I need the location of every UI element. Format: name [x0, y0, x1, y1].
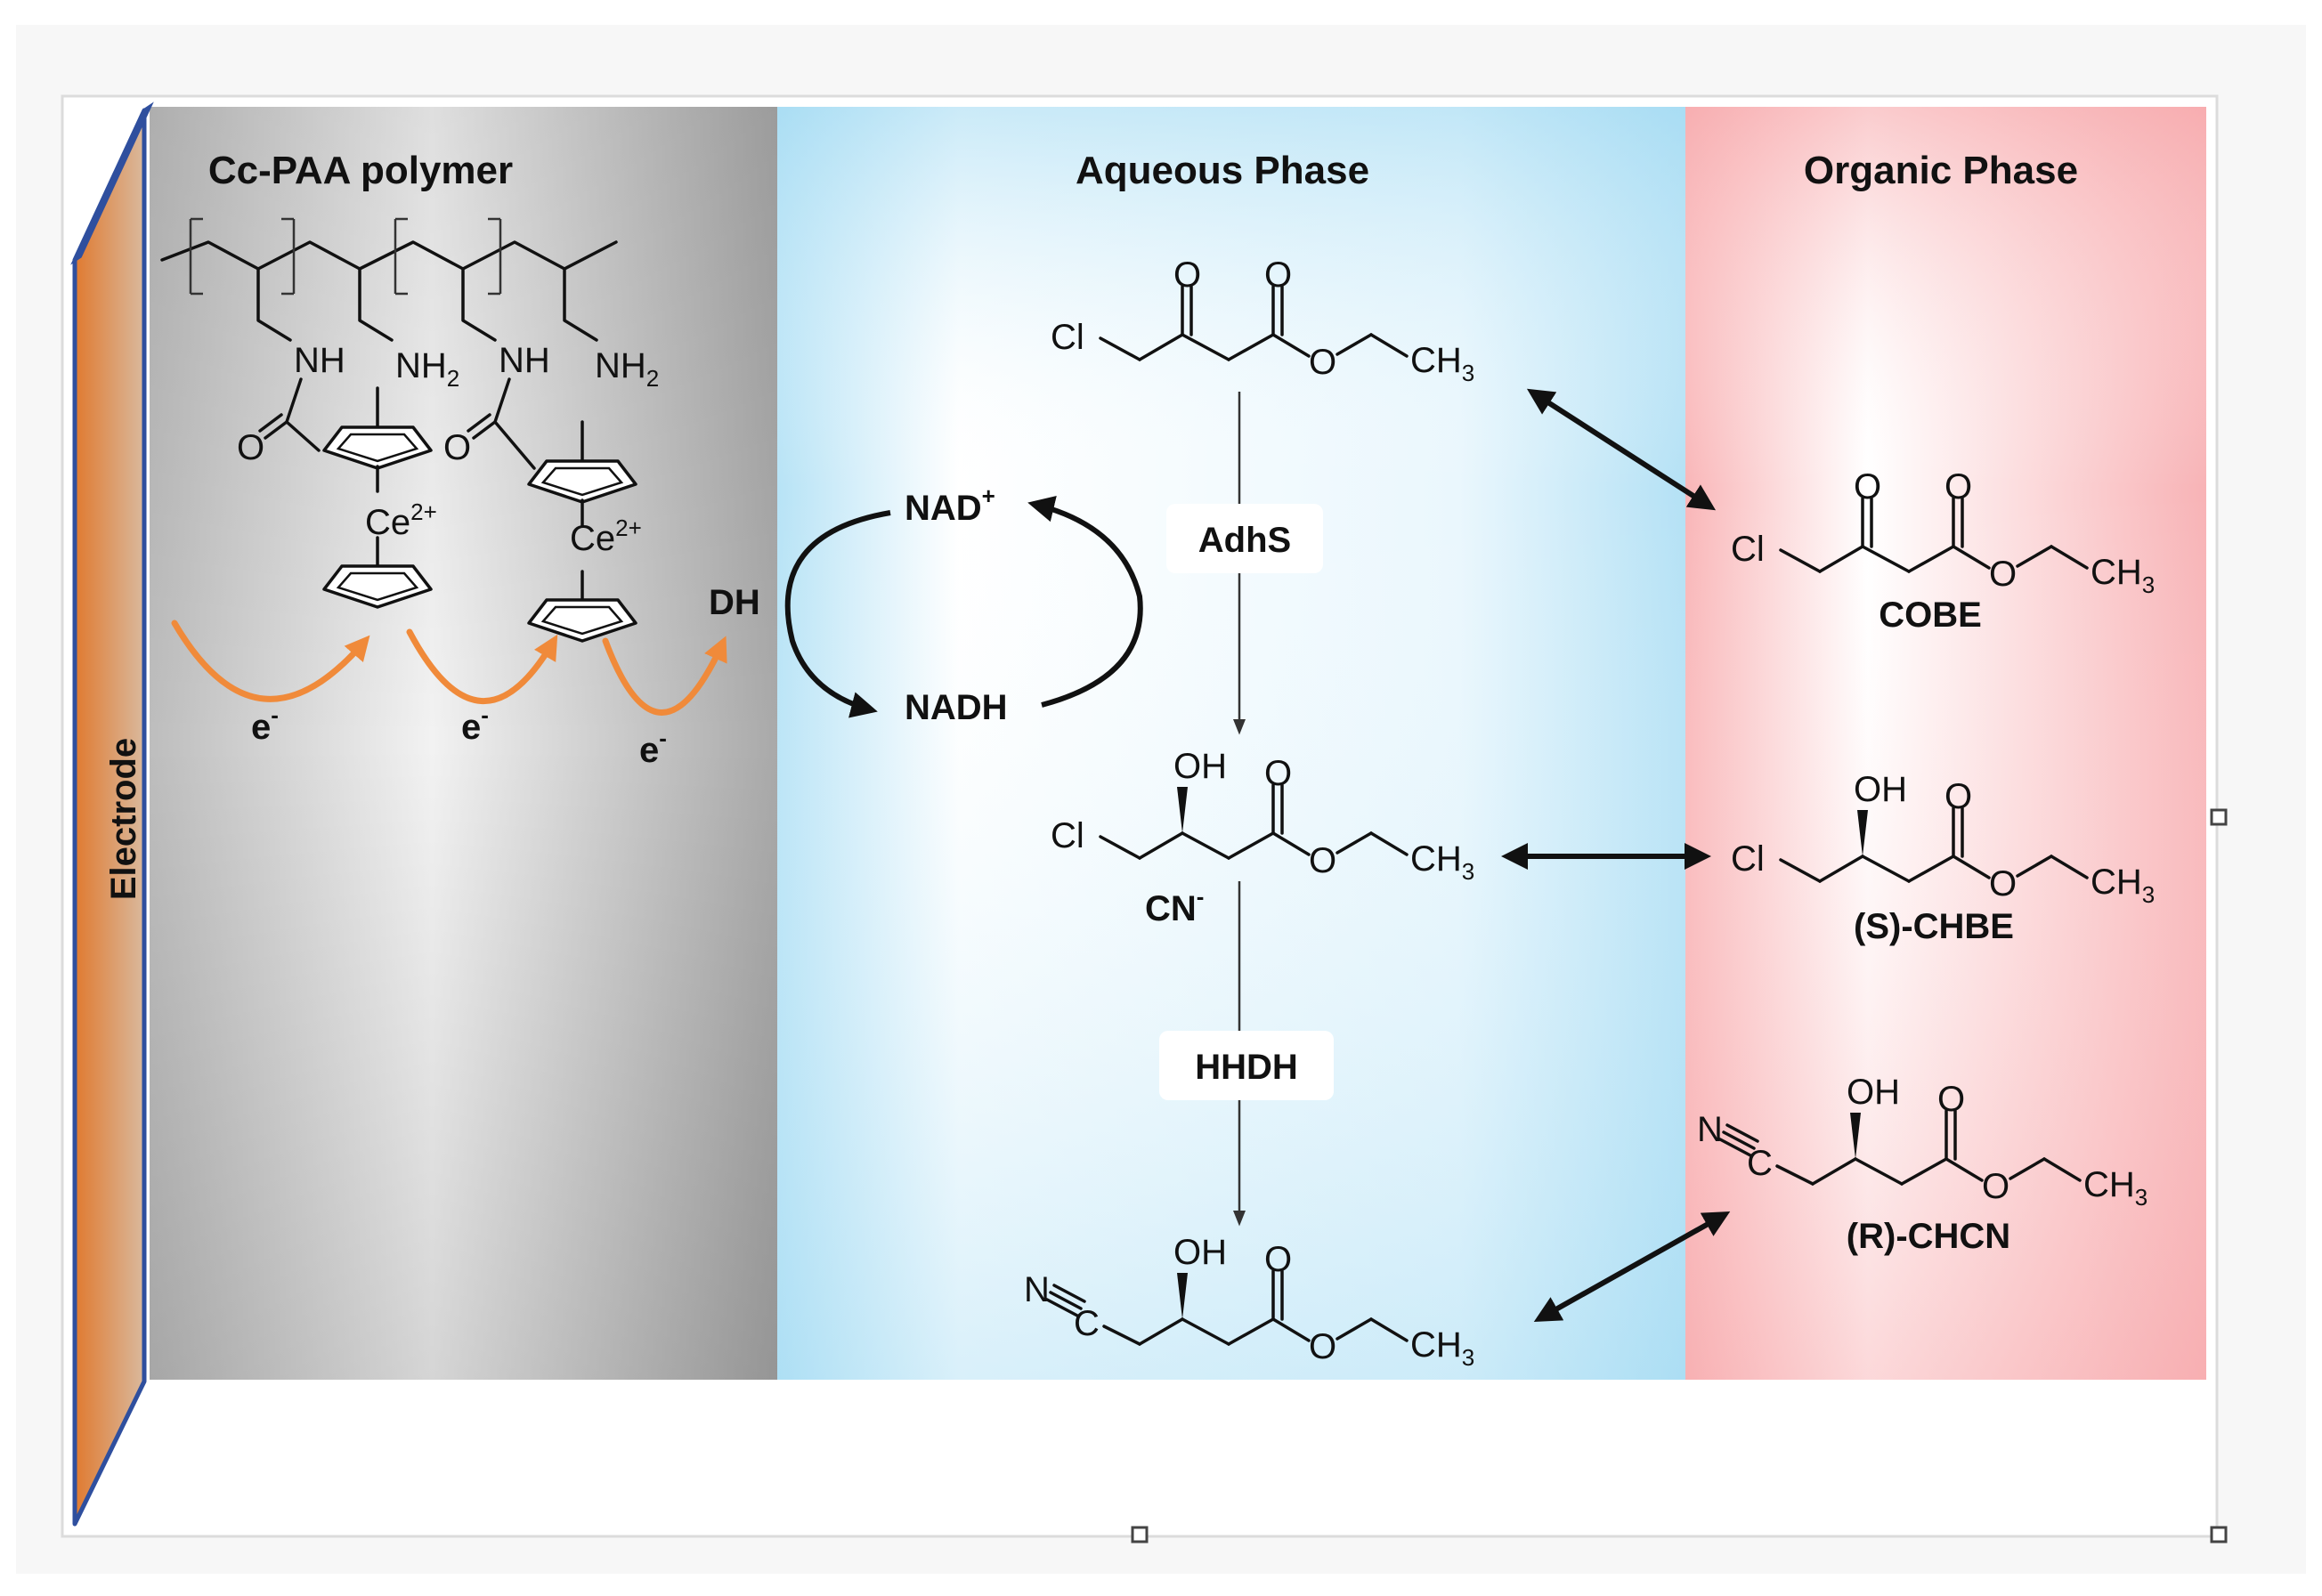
- svg-text:CH3: CH3: [1410, 839, 1474, 885]
- aqueous-chcn-molecule: N C OH O O CH3: [1024, 1233, 1474, 1371]
- reduction-arc: [784, 510, 891, 718]
- svg-text:O: O: [1989, 555, 2017, 594]
- resize-handle-icon[interactable]: [1131, 1526, 1149, 1543]
- metal-label-1: Ce2+: [365, 498, 437, 542]
- nadh-label: NADH: [905, 688, 1008, 727]
- oxidation-arc: [1027, 496, 1143, 708]
- svg-text:N: N: [1697, 1110, 1723, 1149]
- amide-o-1: O: [237, 428, 264, 467]
- svg-text:Cl: Cl: [1051, 816, 1084, 855]
- organic-panel: [1685, 107, 2206, 1380]
- svg-text:OH: OH: [1173, 747, 1227, 786]
- resize-handle-icon[interactable]: [2210, 808, 2228, 826]
- aqueous-panel: [777, 107, 1685, 1380]
- nh2-label-1: NH2: [395, 346, 459, 392]
- nh-label-1: NH: [294, 341, 345, 380]
- electron-transfer: e- e- e-: [171, 620, 727, 770]
- nad-plus-label: NAD+: [905, 482, 995, 528]
- aqueous-cobe-molecule: Cl O O O CH3: [1051, 255, 1474, 386]
- svg-text:CH3: CH3: [2091, 553, 2155, 598]
- svg-text:CH3: CH3: [1410, 341, 1474, 386]
- svg-text:CH3: CH3: [2083, 1165, 2147, 1211]
- organic-chbe-molecule: Cl OH O O CH3: [1731, 770, 2155, 908]
- svg-text:N: N: [1024, 1270, 1050, 1309]
- curved-electron-arrow-icon: [406, 628, 558, 705]
- svg-text:C: C: [1747, 1144, 1773, 1183]
- svg-text:O: O: [1309, 1327, 1336, 1366]
- svg-text:O: O: [1309, 343, 1336, 382]
- svg-text:Cl: Cl: [1731, 839, 1765, 879]
- curved-electron-arrow-icon: [171, 620, 370, 702]
- chcn-label: (R)-CHCN: [1847, 1217, 2010, 1256]
- chbe-label: (S)-CHBE: [1854, 907, 2014, 946]
- nh-label-2: NH: [499, 341, 550, 380]
- svg-text:O: O: [1989, 864, 2017, 903]
- svg-text:O: O: [1944, 777, 1972, 816]
- enzyme-box-2: [1159, 1031, 1334, 1100]
- svg-text:Cl: Cl: [1731, 530, 1765, 569]
- svg-text:CH3: CH3: [2091, 863, 2155, 908]
- svg-text:C: C: [1074, 1304, 1100, 1343]
- enzyme-box-1: [1166, 504, 1323, 573]
- cyanide-label: CN-: [1145, 883, 1204, 928]
- cobe-label: COBE: [1879, 595, 1982, 635]
- svg-text:O: O: [1309, 841, 1336, 880]
- svg-text:O: O: [1944, 467, 1972, 506]
- svg-text:O: O: [1982, 1167, 2009, 1206]
- polymer-title: Cc-PAA polymer: [208, 149, 513, 192]
- electrode-label: Electrode: [104, 738, 143, 900]
- resize-handle-icon[interactable]: [2210, 1526, 2228, 1543]
- svg-text:CH3: CH3: [1410, 1325, 1474, 1371]
- aqueous-title: Aqueous Phase: [1076, 149, 1369, 192]
- svg-text:O: O: [1173, 255, 1201, 295]
- svg-text:OH: OH: [1847, 1073, 1900, 1112]
- svg-text:O: O: [1264, 1240, 1292, 1279]
- organic-chcn-molecule: N C OH O O CH3: [1697, 1073, 2147, 1211]
- svg-text:O: O: [1264, 255, 1292, 295]
- svg-text:O: O: [1264, 754, 1292, 793]
- electrode: Electrode: [70, 101, 154, 1527]
- electron-label-3: e-: [639, 725, 667, 770]
- organic-cobe-molecule: Cl O O O CH3: [1731, 467, 2155, 598]
- metal-label-2: Ce2+: [570, 514, 642, 558]
- svg-text:O: O: [1937, 1080, 1965, 1119]
- svg-text:OH: OH: [1854, 770, 1907, 809]
- enzyme-1-label: AdhS: [1198, 521, 1291, 560]
- curved-electron-arrow-icon: [602, 636, 727, 716]
- amide-o-2: O: [443, 428, 471, 467]
- electron-label-1: e-: [251, 701, 279, 747]
- organic-title: Organic Phase: [1804, 149, 2078, 192]
- nh2-label-2: NH2: [595, 346, 659, 392]
- svg-text:O: O: [1854, 467, 1881, 506]
- svg-text:Cl: Cl: [1051, 318, 1084, 357]
- donor-label: DH: [709, 583, 760, 622]
- enzyme-2-label: HHDH: [1195, 1048, 1298, 1087]
- svg-text:OH: OH: [1173, 1233, 1227, 1272]
- double-headed-arrow-icon: [1533, 1211, 1731, 1322]
- aqueous-chbe-molecule: Cl OH O O CH3: [1051, 747, 1474, 885]
- double-headed-arrow-icon: [1526, 388, 1717, 511]
- cofactor-cycle: DH NAD+ NADH: [709, 482, 1143, 727]
- polymer-structure: NH NH2 NH NH2 O O Ce2+ Ce2+: [160, 217, 659, 641]
- electron-label-2: e-: [461, 701, 489, 747]
